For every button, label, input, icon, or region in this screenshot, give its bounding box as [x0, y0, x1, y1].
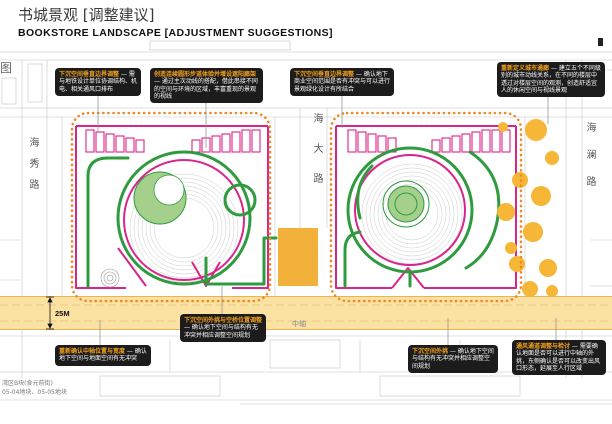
road-label-east: 海澜路	[584, 122, 595, 203]
footer-plot-numbers: 05-04地块、05-05地块	[2, 389, 67, 396]
callout-heading: 通风通道调整与检讨	[516, 343, 571, 350]
callout-central-axis: 重新确认中轴位置与宽度 — 确认地下空间与地面空间有无冲突	[55, 345, 151, 366]
road-label-center: 海大路	[311, 113, 322, 203]
callout-urban-corridor: 重新定义城市通廊 — 建立五个不同级别的城市动线关系，在不同的楼层中透过对楼层空…	[497, 62, 605, 98]
green-walkway-east	[343, 146, 501, 288]
callout-heading: 重新定义城市通廊	[501, 65, 550, 72]
axis-label: 中轴	[292, 320, 306, 328]
lawn-west	[133, 171, 187, 225]
callout-sunken-edge-east: 下沉空间垂直边界调整 — 确认地下商业空间范围是否有冲突与可以进行景观绿化设计有…	[290, 68, 394, 96]
map-fragment-label: 图	[0, 61, 13, 75]
roof-bars-west	[85, 129, 261, 153]
central-plaza-block	[278, 228, 318, 286]
callout-body: — 确认地下空间与地面空间有无冲突	[59, 348, 147, 363]
building-outline-east	[335, 125, 517, 289]
dimension-arrow	[46, 296, 54, 330]
corner-mark	[598, 38, 603, 46]
road-label-west: 海秀路	[27, 137, 38, 200]
footer-plot-name: 湾区B块(食元前街)	[2, 380, 53, 387]
adjustment-boundary-east	[329, 111, 523, 303]
callout-sunken-cantilever-bridge: 下沉空间外挑与空桥位置调整 — 确认地下空间与结构有无冲突并相应调整空间规划	[180, 314, 266, 342]
spiral-stair	[100, 268, 120, 288]
callout-body: — 确认地下商业空间范围是否有冲突与可以进行景观绿化设计有所结合	[294, 71, 391, 93]
callout-body: — 建立五个不同级别的城市动线关系，在不同的楼层中透过对楼层空间的观测，创造舒适…	[501, 65, 601, 94]
dimension-label: 25M	[55, 309, 70, 318]
base-linework	[0, 40, 612, 405]
callout-body: — 需要确认地面是否可以进行中轴的外挑，东侧确认是否可以改变出风口形态，延展至人…	[516, 343, 601, 372]
callout-heading: 创造连续圆形步道体验并增设遮阳廊架	[154, 71, 257, 78]
callout-heading: 下沉空间垂直边界调整	[294, 71, 355, 78]
callout-heading: 下沉空间垂直边界调整	[59, 71, 120, 78]
callout-heading: 下沉空间外挑	[412, 348, 449, 355]
callout-circular-walkway: 创造连续圆形步道体验并增设遮阳廊架 — 通过主次动线的搭配，借此串接不同的空间与…	[150, 68, 263, 104]
callout-heading: 下沉空间外挑与空桥位置调整	[184, 317, 263, 324]
page-title: 书城景观 [调整建议]	[18, 6, 155, 24]
building-outline-west	[75, 125, 269, 289]
roof-bars-east	[347, 129, 511, 153]
callout-ventilation-channel: 通风通道调整与检讨 — 需要确认地面是否可以进行中轴的外挑，东侧确认是否可以改变…	[512, 340, 606, 376]
callout-sunken-edge-west: 下沉空间垂直边界调整 — 需与地铁设计单位协调结构、机电、相关通风口排布	[55, 68, 141, 96]
green-walkway-west	[86, 150, 278, 288]
lawn-east	[382, 180, 430, 228]
callout-body: — 确认地下空间与结构有无冲突并相应调整空间规划	[412, 348, 494, 370]
adjustment-boundary-west	[70, 111, 272, 303]
tree-canopies	[497, 119, 559, 297]
leader-lines	[97, 90, 557, 350]
callout-sunken-cantilever-east: 下沉空间外挑 — 确认地下空间与结构有无冲突并相应调整空间规划	[408, 345, 498, 373]
callout-body: — 确认地下空间与结构有无冲突并相应调整空间规划	[184, 324, 258, 339]
page-subtitle: BOOKSTORE LANDSCAPE [ADJUSTMENT SUGGESTI…	[18, 27, 333, 39]
callout-heading: 重新确认中轴位置与宽度	[59, 348, 126, 355]
callout-body: — 通过主次动线的搭配，借此串接不同的空间与环境的区域，丰富重现的景观的视线	[154, 78, 258, 100]
central-axis-band	[0, 296, 612, 330]
callout-body: — 需与地铁设计单位协调结构、机电、相关通风口排布	[59, 71, 138, 93]
